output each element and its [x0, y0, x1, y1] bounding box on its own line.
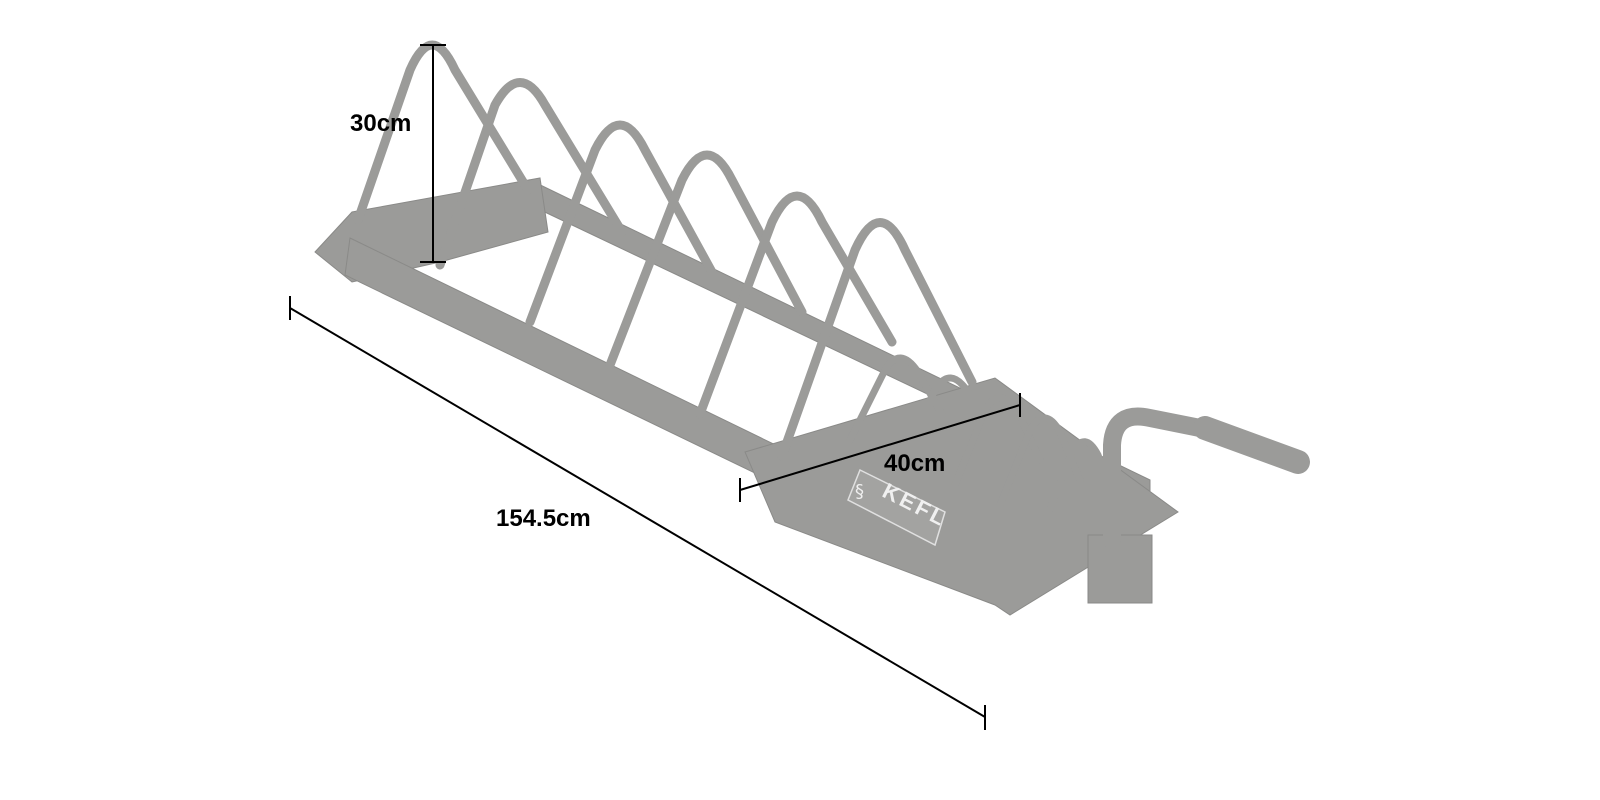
length-dimension-line [289, 307, 986, 718]
height-label: 30cm [350, 110, 412, 137]
handle [1103, 407, 1310, 549]
logo-badge: § [847, 468, 946, 547]
dimension-lines [289, 44, 1021, 730]
width-dimension-line [739, 404, 1021, 491]
length-label: 154.5cm [496, 505, 591, 532]
width-label: 40cm [884, 450, 946, 477]
handle-block [1087, 534, 1153, 604]
logo-icon: § [855, 481, 864, 502]
